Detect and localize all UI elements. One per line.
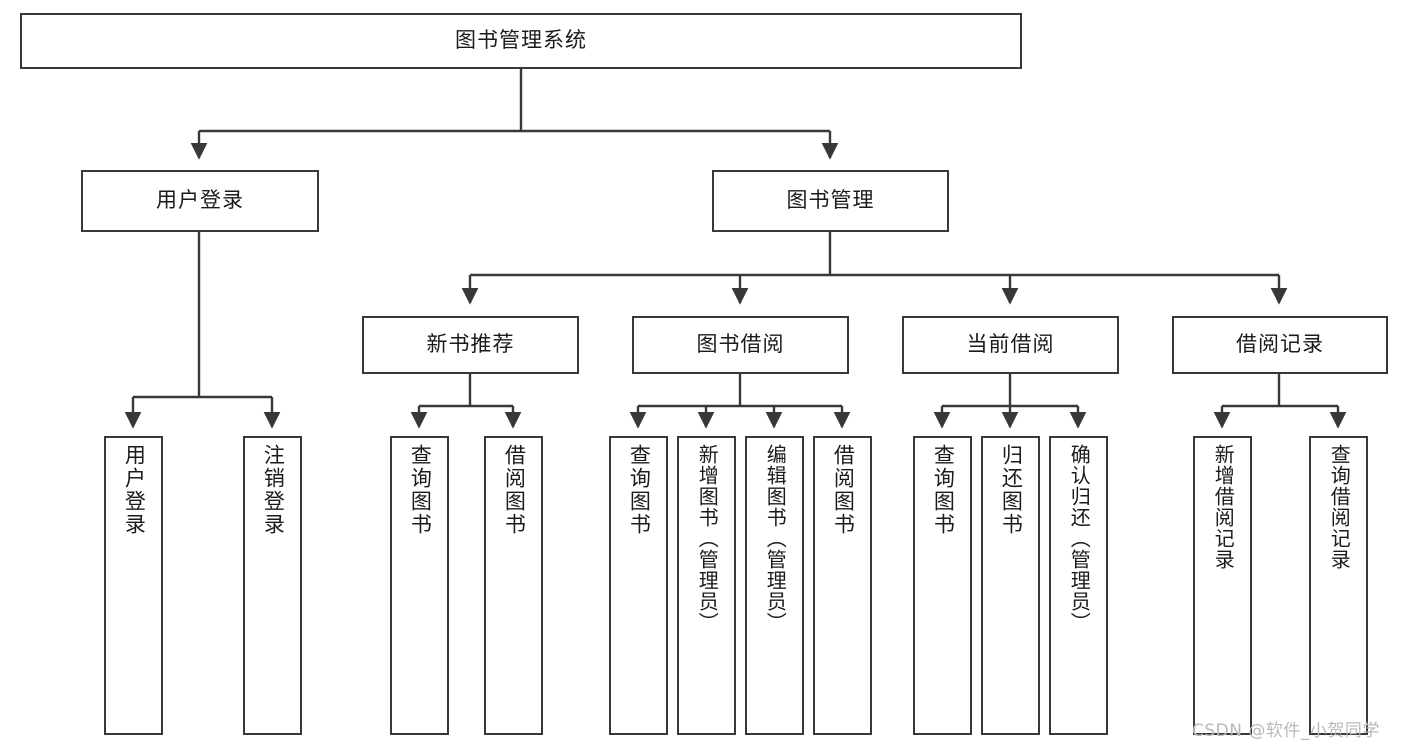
- node-book-manage-label: 图书管理: [786, 188, 875, 213]
- leaf-add-record[interactable]: 新增借阅记录: [1193, 436, 1252, 735]
- node-borrow-record-label: 借阅记录: [1236, 332, 1324, 357]
- node-current-borrow[interactable]: 当前借阅: [902, 316, 1119, 374]
- leaf-add-record-label: 新增借阅记录: [1211, 444, 1236, 570]
- leaf-edit-book[interactable]: 编辑图书（管理员）: [745, 436, 804, 735]
- leaf-return-book-label: 归还图书: [999, 444, 1024, 536]
- leaf-query-book-3-label: 查询图书: [931, 444, 956, 536]
- leaf-confirm-return[interactable]: 确认归还（管理员）: [1049, 436, 1108, 735]
- leaf-add-book[interactable]: 新增图书（管理员）: [677, 436, 736, 735]
- node-root-label: 图书管理系统: [455, 28, 587, 53]
- leaf-query-book-3[interactable]: 查询图书: [913, 436, 972, 735]
- node-book-manage[interactable]: 图书管理: [712, 170, 949, 232]
- node-borrow-record[interactable]: 借阅记录: [1172, 316, 1388, 374]
- leaf-user-logout-label: 注销登录: [261, 444, 286, 536]
- leaf-user-logout[interactable]: 注销登录: [243, 436, 302, 735]
- node-current-borrow-label: 当前借阅: [966, 332, 1055, 357]
- leaf-borrow-book-2-label: 借阅图书: [831, 444, 856, 536]
- node-new-book-recommend[interactable]: 新书推荐: [362, 316, 579, 374]
- leaf-query-record-label: 查询借阅记录: [1327, 444, 1352, 570]
- leaf-borrow-book-1-label: 借阅图书: [502, 444, 527, 536]
- leaf-add-book-label: 新增图书（管理员）: [695, 444, 720, 633]
- leaf-query-book-2-label: 查询图书: [627, 444, 652, 536]
- leaf-query-book-2[interactable]: 查询图书: [609, 436, 668, 735]
- node-new-book-recommend-label: 新书推荐: [426, 332, 515, 357]
- node-book-borrow[interactable]: 图书借阅: [632, 316, 849, 374]
- leaf-user-login-label: 用户登录: [122, 444, 147, 536]
- leaf-edit-book-label: 编辑图书（管理员）: [763, 444, 788, 633]
- node-root[interactable]: 图书管理系统: [20, 13, 1022, 69]
- leaf-user-login[interactable]: 用户登录: [104, 436, 163, 735]
- leaf-borrow-book-2[interactable]: 借阅图书: [813, 436, 872, 735]
- leaf-borrow-book-1[interactable]: 借阅图书: [484, 436, 543, 735]
- leaf-confirm-return-label: 确认归还（管理员）: [1067, 444, 1092, 633]
- node-book-borrow-label: 图书借阅: [696, 332, 785, 357]
- leaf-query-book-1-label: 查询图书: [408, 444, 433, 536]
- node-user-login[interactable]: 用户登录: [81, 170, 319, 232]
- leaf-return-book[interactable]: 归还图书: [981, 436, 1040, 735]
- watermark-text: CSDN @软件_小贺同学: [1192, 721, 1380, 741]
- leaf-query-record[interactable]: 查询借阅记录: [1309, 436, 1368, 735]
- leaf-query-book-1[interactable]: 查询图书: [390, 436, 449, 735]
- node-user-login-label: 用户登录: [156, 188, 244, 213]
